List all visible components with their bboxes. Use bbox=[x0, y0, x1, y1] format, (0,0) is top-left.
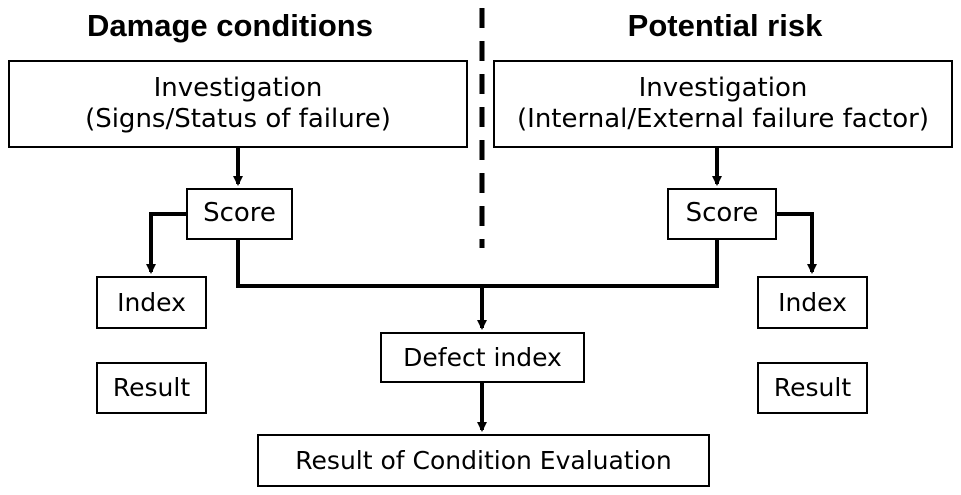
right-result-box: Result bbox=[757, 362, 868, 414]
right-score-label: Score bbox=[685, 198, 759, 229]
left-investigation-box: Investigation (Signs/Status of failure) bbox=[8, 60, 468, 148]
left-investigation-subtitle: (Signs/Status of failure) bbox=[85, 104, 391, 134]
heading-potential-risk: Potential risk bbox=[627, 8, 823, 43]
right-index-label: Index bbox=[778, 287, 847, 317]
defect-index-label: Defect index bbox=[403, 342, 562, 372]
final-result-label: Result of Condition Evaluation bbox=[295, 445, 672, 475]
right-investigation-title: Investigation bbox=[638, 72, 808, 103]
arrow-right-score-to-index bbox=[777, 212, 817, 274]
right-investigation-box: Investigation (Internal/External failure… bbox=[493, 60, 953, 148]
left-index-box: Index bbox=[96, 276, 207, 329]
left-score-label: Score bbox=[203, 198, 276, 229]
defect-index-box: Defect index bbox=[380, 332, 585, 383]
merge-line bbox=[236, 240, 719, 288]
right-investigation-subtitle: (Internal/External failure factor) bbox=[517, 104, 929, 134]
left-score-box: Score bbox=[186, 188, 293, 240]
arrow-left-score-to-index bbox=[146, 212, 186, 274]
heading-damage-conditions: Damage conditions bbox=[87, 8, 373, 43]
left-result-box: Result bbox=[96, 362, 207, 414]
left-result-label: Result bbox=[112, 373, 191, 402]
right-index-box: Index bbox=[757, 276, 868, 329]
left-investigation-title: Investigation bbox=[153, 72, 323, 103]
right-result-label: Result bbox=[773, 373, 852, 402]
left-index-label: Index bbox=[117, 287, 186, 317]
final-result-box: Result of Condition Evaluation bbox=[257, 434, 710, 487]
right-score-box: Score bbox=[667, 188, 777, 240]
